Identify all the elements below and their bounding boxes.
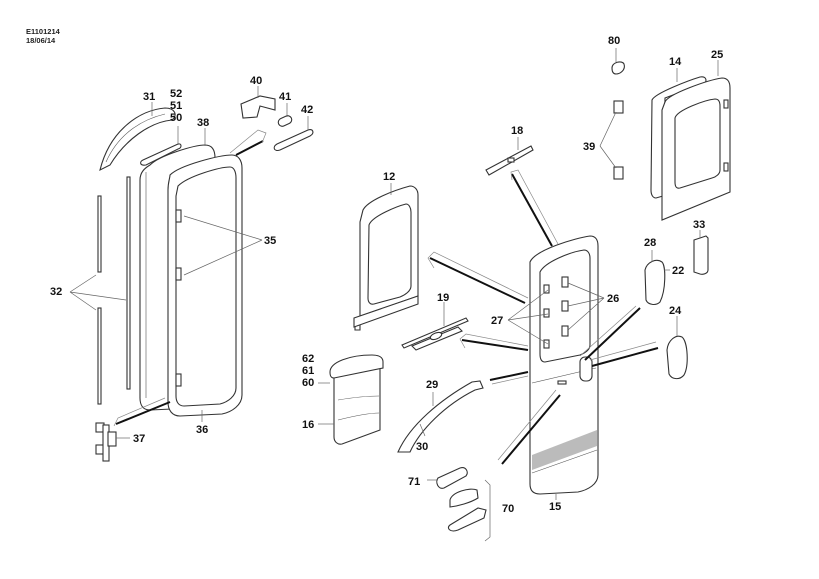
callout-71: 71 bbox=[408, 476, 420, 488]
callout-29: 29 bbox=[426, 379, 438, 391]
callout-42: 42 bbox=[301, 104, 313, 116]
callout-18: 18 bbox=[511, 125, 523, 137]
callout-52: 52 bbox=[170, 88, 182, 100]
callout-80: 80 bbox=[608, 35, 620, 47]
callout-30: 30 bbox=[416, 441, 428, 453]
part-50-seal-strip bbox=[140, 143, 182, 166]
part-42-handle bbox=[273, 129, 314, 151]
callout-15: 15 bbox=[549, 501, 561, 513]
part-18-top-bar bbox=[485, 145, 534, 176]
callout-40: 40 bbox=[250, 75, 262, 87]
callout-70: 70 bbox=[502, 503, 514, 515]
part-31-vent-cover bbox=[99, 107, 176, 172]
drawing-code: E1101214 bbox=[26, 27, 60, 36]
part-39-hinge-plates bbox=[613, 100, 624, 180]
part-80-plug bbox=[611, 61, 625, 75]
part-12-panel bbox=[353, 185, 419, 331]
part-71-cover bbox=[436, 467, 468, 489]
callout-38: 38 bbox=[197, 117, 209, 129]
callout-16: 16 bbox=[302, 419, 314, 431]
callout-27: 27 bbox=[491, 315, 503, 327]
callout-60: 60 bbox=[302, 377, 314, 389]
part-41-clip bbox=[277, 115, 293, 127]
callout-32: 32 bbox=[50, 286, 62, 298]
callout-25: 25 bbox=[711, 49, 723, 61]
callout-14: 14 bbox=[669, 56, 682, 68]
part-15-door bbox=[529, 235, 599, 495]
part-40-bracket bbox=[240, 95, 276, 119]
part-25-freezer-door bbox=[661, 77, 731, 221]
callout-61: 61 bbox=[302, 365, 314, 377]
callout-37: 37 bbox=[133, 433, 145, 445]
callout-labels: 31 52 51 50 38 40 41 42 35 32 36 37 12 1… bbox=[50, 35, 723, 515]
part-29-handle-strip bbox=[397, 380, 484, 453]
callout-35: 35 bbox=[264, 235, 276, 247]
callout-22: 22 bbox=[672, 265, 684, 277]
part-70-handle-set bbox=[447, 479, 491, 542]
part-32-strips bbox=[97, 176, 131, 405]
drawing-header: E1101214 18/06/14 bbox=[26, 27, 60, 45]
callout-50: 50 bbox=[170, 112, 182, 124]
part-36-door-frame bbox=[167, 154, 243, 417]
callout-51: 51 bbox=[170, 100, 182, 112]
part-26-27-clips bbox=[543, 276, 569, 349]
drawing-date: 18/06/14 bbox=[26, 36, 56, 45]
part-37-hinge bbox=[95, 422, 117, 462]
callout-39: 39 bbox=[583, 141, 595, 153]
callout-36: 36 bbox=[196, 424, 208, 436]
callout-28: 28 bbox=[644, 237, 656, 249]
callout-41: 41 bbox=[279, 91, 291, 103]
callout-12: 12 bbox=[383, 171, 395, 183]
callout-24: 24 bbox=[669, 305, 682, 317]
part-24-latch bbox=[666, 335, 688, 380]
callout-33: 33 bbox=[693, 219, 705, 231]
part-33-cover bbox=[693, 235, 709, 275]
part-28-lock bbox=[644, 259, 666, 305]
callout-26: 26 bbox=[607, 293, 619, 305]
callout-31: 31 bbox=[143, 91, 155, 103]
part-16-door-shelf bbox=[329, 354, 384, 445]
assembly-arrows-main bbox=[427, 169, 659, 465]
part-19-hinge-pin bbox=[401, 317, 469, 351]
callout-19: 19 bbox=[437, 292, 449, 304]
callout-62: 62 bbox=[302, 353, 314, 365]
leader-lines bbox=[69, 48, 719, 500]
assembly-arrows-left bbox=[113, 129, 267, 427]
